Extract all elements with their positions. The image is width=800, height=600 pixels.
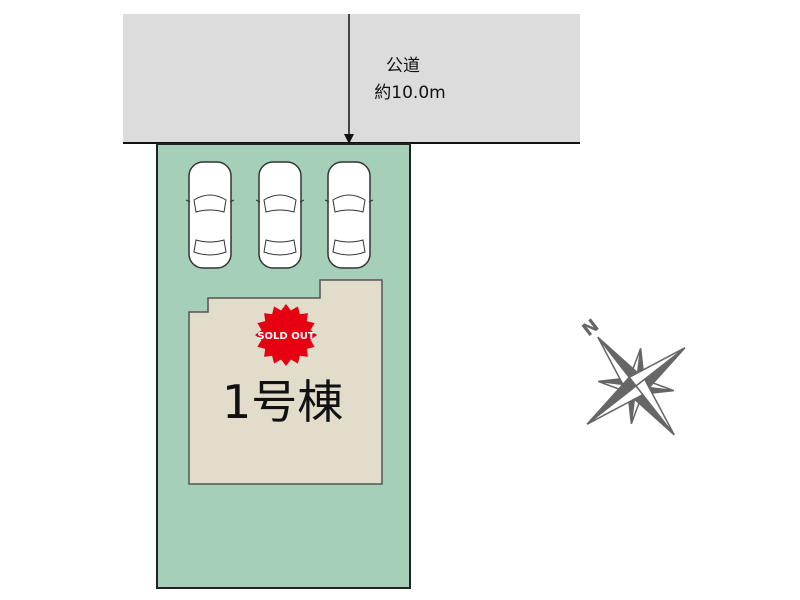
road-width-label: 約10.0m — [374, 83, 445, 103]
compass-rose-icon: N — [578, 315, 686, 436]
parked-car-icon — [324, 161, 374, 269]
north-label: N — [578, 315, 603, 341]
arrow-head-icon — [344, 134, 354, 144]
parked-car-icon — [185, 161, 235, 269]
compass-point — [586, 384, 644, 425]
building-label: 1号棟 — [222, 375, 343, 429]
parked-car-icon — [255, 161, 305, 269]
public-road — [123, 14, 580, 143]
building-1 — [188, 279, 383, 485]
compass-point — [634, 378, 675, 436]
road-label: 公道 — [386, 56, 420, 76]
sold-out-text: SOLD OUT — [257, 331, 314, 342]
sold-out-badge: SOLD OUT — [255, 304, 317, 366]
